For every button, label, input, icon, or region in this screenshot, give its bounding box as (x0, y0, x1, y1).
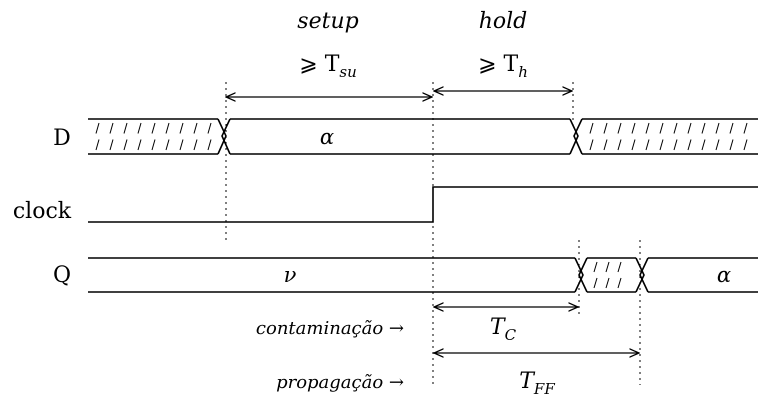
hatch-mark (589, 139, 594, 151)
d-waveform (88, 118, 758, 155)
hatch-mark (687, 139, 692, 151)
hatch-mark (701, 122, 706, 134)
hatch-mark (631, 122, 636, 134)
contamination-symbol: TC (490, 315, 517, 344)
q-new-value: α (717, 263, 731, 287)
hatch-mark (617, 277, 622, 289)
propagation-label: propagação → (276, 372, 404, 393)
hatch-mark (605, 261, 610, 273)
propagation-symbol: TFF (519, 369, 555, 396)
hatch-mark (617, 122, 622, 134)
q-hatch (593, 261, 622, 289)
hatch-mark (179, 122, 184, 134)
hatch-mark (659, 122, 664, 134)
hatch-mark (631, 139, 636, 151)
d-value: α (320, 125, 334, 149)
hatch-mark (715, 122, 720, 134)
hatch-mark (715, 139, 720, 151)
hatch-mark (193, 139, 198, 151)
signal-d-label: D (53, 126, 71, 151)
setup-constraint: ⩾ Tsu (299, 52, 356, 81)
hatch-mark (673, 139, 678, 151)
d-hatch-right (589, 122, 748, 151)
hatch-mark (95, 122, 100, 134)
hatch-mark (165, 122, 170, 134)
hatch-mark (603, 139, 608, 151)
hatch-mark (193, 122, 198, 134)
hatch-mark (109, 122, 114, 134)
hatch-mark (605, 277, 610, 289)
hatch-mark (659, 139, 664, 151)
contamination-symbol-text: T (490, 315, 507, 340)
signal-q-label: Q (53, 263, 71, 288)
hatch-mark (151, 122, 156, 134)
hold-constraint: ⩾ Th (478, 52, 528, 81)
hatch-mark (729, 122, 734, 134)
hatch-mark (207, 139, 212, 151)
hatch-mark (645, 139, 650, 151)
hatch-mark (603, 122, 608, 134)
contamination-symbol-subscript: C (505, 326, 517, 344)
hatch-mark (151, 139, 156, 151)
contamination-label: contaminação → (256, 318, 404, 339)
signal-clock-label: clock (13, 199, 72, 224)
hatch-mark (137, 122, 142, 134)
hatch-mark (701, 139, 706, 151)
hold-constraint-text: ⩾ T (478, 52, 518, 77)
q-waveform (88, 257, 758, 293)
hatch-mark (645, 122, 650, 134)
hatch-mark (743, 122, 748, 134)
hold-constraint-subscript: h (518, 63, 528, 81)
hatch-mark (673, 122, 678, 134)
hatch-mark (165, 139, 170, 151)
setup-constraint-subscript: su (339, 63, 356, 81)
hatch-mark (137, 139, 142, 151)
setup-label: setup (297, 9, 358, 34)
hatch-mark (109, 139, 114, 151)
setup-constraint-text: ⩾ T (299, 52, 339, 77)
q-old-value: ν (284, 263, 297, 287)
hatch-mark (593, 277, 598, 289)
hatch-mark (729, 139, 734, 151)
clock-waveform (88, 186, 758, 223)
propagation-symbol-text: T (519, 369, 536, 394)
hatch-mark (589, 122, 594, 134)
hold-label: hold (479, 9, 528, 34)
hatch-mark (593, 261, 598, 273)
hatch-mark (617, 261, 622, 273)
hatch-mark (95, 139, 100, 151)
hatch-mark (179, 139, 184, 151)
hatch-mark (123, 122, 128, 134)
d-hatch-left (95, 122, 212, 151)
hatch-mark (123, 139, 128, 151)
propagation-symbol-subscript: FF (533, 380, 555, 396)
hatch-mark (207, 122, 212, 134)
hatch-mark (617, 139, 622, 151)
hatch-mark (743, 139, 748, 151)
hatch-mark (687, 122, 692, 134)
